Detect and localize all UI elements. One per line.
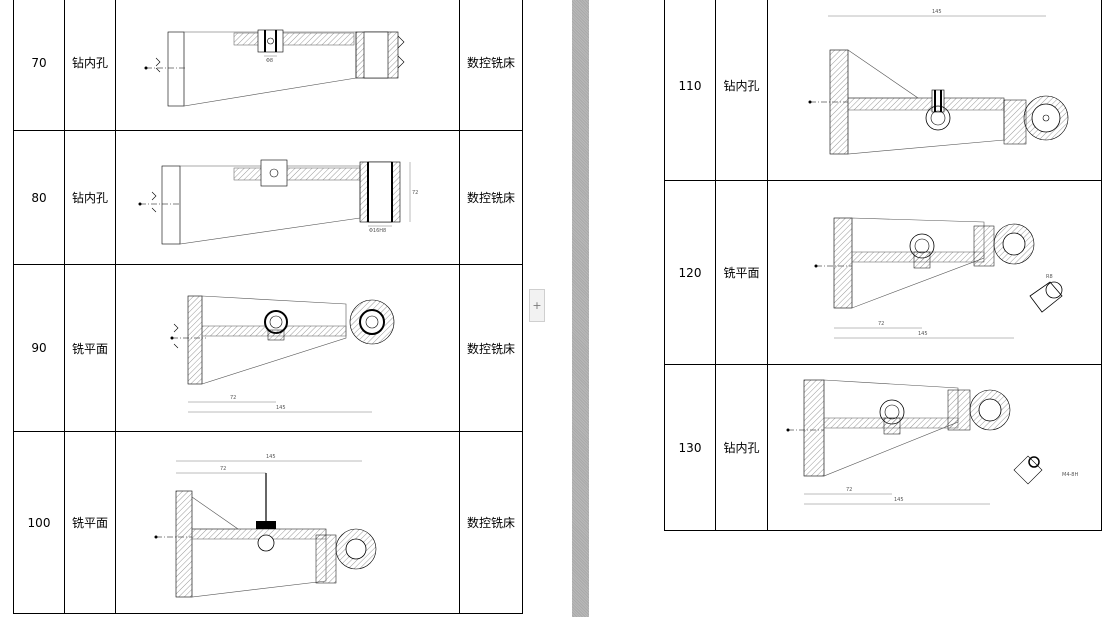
step-number: 80 <box>13 130 65 265</box>
machine-name: 数控铣床 <box>459 264 523 432</box>
step-number: 90 <box>13 264 65 432</box>
step-number: 100 <box>13 431 65 614</box>
add-page-button[interactable]: + <box>529 289 545 322</box>
table-row: 70 钻内孔 Φ8 数控铣床 <box>13 0 523 131</box>
machine-name: 数控铣床 <box>459 130 523 265</box>
svg-text:72: 72 <box>412 190 418 196</box>
table-row: 120 铣平面 R8 72 145 <box>664 180 1102 365</box>
svg-text:145: 145 <box>918 331 928 337</box>
operation-name: 铣平面 <box>64 431 116 614</box>
process-drawing: R8 72 145 <box>767 180 1102 365</box>
operation-name: 铣平面 <box>64 264 116 432</box>
operation-name: 钻内孔 <box>715 364 768 531</box>
step-number: 110 <box>664 0 716 181</box>
operation-name: 钻内孔 <box>64 130 116 265</box>
svg-text:72: 72 <box>220 466 226 472</box>
svg-text:Φ16H8: Φ16H8 <box>369 228 386 234</box>
process-drawing: 145 72 <box>115 431 460 614</box>
table-row: 80 钻内孔 Φ16H8 72 数控铣床 <box>13 130 523 265</box>
svg-text:R8: R8 <box>1046 274 1053 280</box>
process-drawing: Φ16H8 72 <box>115 130 460 265</box>
operation-name: 铣平面 <box>715 180 768 365</box>
step-number: 70 <box>13 0 65 131</box>
table-row: 100 铣平面 145 72 数控铣床 <box>13 431 523 614</box>
svg-text:M4-8H: M4-8H <box>1062 472 1078 478</box>
svg-text:72: 72 <box>230 395 236 401</box>
operation-name: 钻内孔 <box>64 0 116 131</box>
process-drawing: M4-8H 72 145 <box>767 364 1102 531</box>
process-table-right: 110 钻内孔 145 <box>664 0 1102 531</box>
process-table-left: 70 钻内孔 Φ8 数控铣床 80 钻内 <box>13 0 523 614</box>
svg-text:Φ8: Φ8 <box>266 58 273 64</box>
step-number: 130 <box>664 364 716 531</box>
process-drawing: Φ8 <box>115 0 460 131</box>
svg-text:72: 72 <box>878 321 884 327</box>
svg-text:145: 145 <box>894 497 904 503</box>
table-row: 130 钻内孔 M4-8H 72 145 <box>664 364 1102 531</box>
machine-name: 数控铣床 <box>459 0 523 131</box>
step-number: 120 <box>664 180 716 365</box>
svg-text:145: 145 <box>266 454 276 460</box>
page-gutter <box>572 0 589 617</box>
machine-name: 数控铣床 <box>459 431 523 614</box>
table-row: 90 铣平面 72 145 数控铣床 <box>13 264 523 432</box>
operation-name: 钻内孔 <box>715 0 768 181</box>
table-row: 110 钻内孔 145 <box>664 0 1102 181</box>
svg-text:72: 72 <box>846 487 852 493</box>
svg-text:145: 145 <box>932 9 942 15</box>
process-drawing: 145 <box>767 0 1102 181</box>
process-drawing: 72 145 <box>115 264 460 432</box>
svg-text:145: 145 <box>276 405 286 411</box>
